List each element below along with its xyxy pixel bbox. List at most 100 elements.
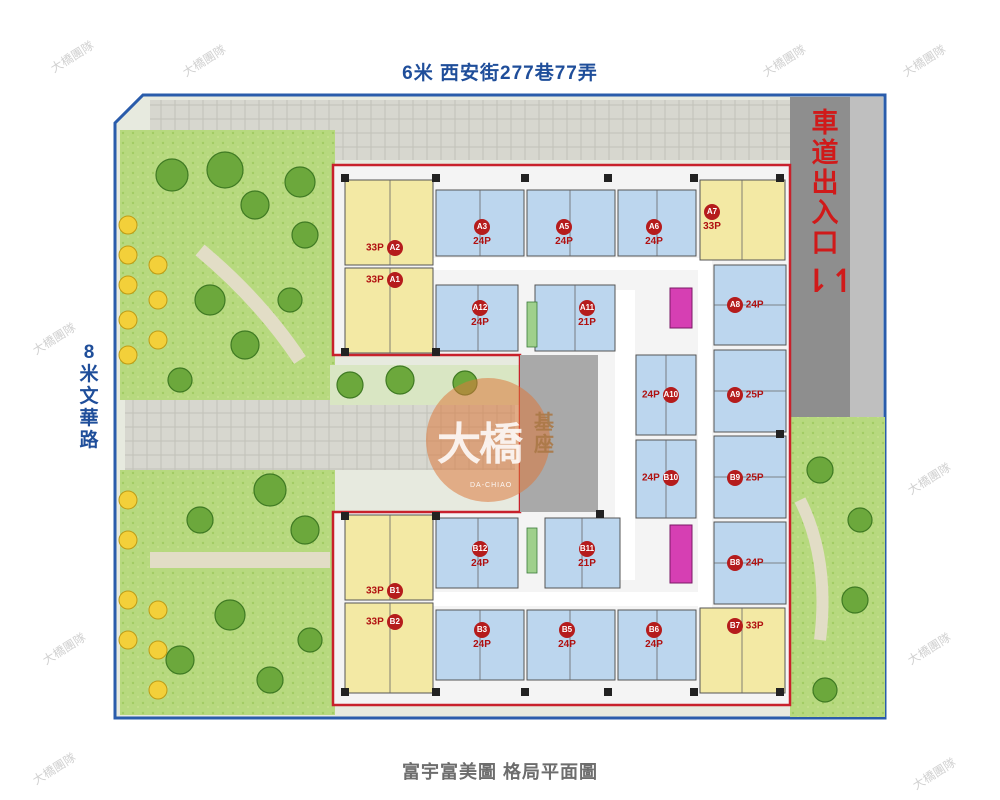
- unit-id: B11: [579, 541, 595, 557]
- watermark-base: 基 座: [532, 412, 556, 456]
- watermark-sub: DA-CHIAO: [470, 482, 513, 489]
- unit-id: A8: [727, 297, 743, 313]
- unit-size: 21P: [578, 558, 596, 569]
- left-street-label: 8 米 文 華 路: [76, 342, 102, 452]
- unit-id: B8: [727, 555, 743, 571]
- watermark-disc: [426, 378, 550, 502]
- unit-size: 24P: [473, 236, 491, 247]
- driveway-label: 車 道 出 入 口: [800, 108, 850, 258]
- unit-id: A5: [556, 219, 572, 235]
- unit-id: A2: [386, 240, 403, 256]
- unit-size: 33P: [366, 242, 384, 254]
- unit-B2-block: [344, 602, 434, 694]
- unit-label-A9[interactable]: A9 25P: [724, 387, 764, 403]
- unit-id: B1: [386, 583, 403, 599]
- unit-size: 24P: [645, 236, 663, 247]
- driveway-char: 入: [811, 198, 839, 228]
- unit-A7-block: [699, 179, 786, 261]
- unit-size: 33P: [366, 274, 384, 286]
- unit-id: B12: [472, 541, 488, 557]
- unit-id: A9: [727, 387, 743, 403]
- unit-B7-block: [699, 607, 786, 694]
- unit-size: 24P: [471, 317, 489, 328]
- driveway-char: 車: [811, 108, 839, 138]
- unit-size: 33P: [366, 616, 384, 628]
- unit-label-B9[interactable]: B9 25P: [724, 470, 764, 486]
- garden-right: [790, 417, 885, 717]
- unit-id: B5: [559, 622, 575, 638]
- left-street-char: 路: [79, 430, 99, 451]
- unit-size: 25P: [745, 472, 764, 484]
- unit-size: 33P: [366, 585, 384, 597]
- unit-size: 24P: [645, 639, 663, 650]
- watermark-base-char: 基: [534, 412, 554, 434]
- unit-size: 24P: [745, 299, 764, 311]
- unit-A12-block: [435, 284, 519, 352]
- unit-label-B7[interactable]: B7 33P: [724, 618, 764, 634]
- unit-label-B8[interactable]: B8 24P: [724, 555, 764, 571]
- unit-id: A7: [704, 204, 720, 220]
- unit-id: B6: [646, 622, 662, 638]
- stairwells: [526, 301, 538, 574]
- unit-size: 33P: [745, 620, 764, 632]
- unit-size: 24P: [745, 557, 764, 569]
- unit-size: 24P: [642, 472, 660, 484]
- unit-id: B10: [662, 470, 679, 486]
- left-street-char: 8: [83, 342, 95, 363]
- unit-id: A12: [472, 300, 488, 316]
- unit-label-A8[interactable]: A8 24P: [724, 297, 764, 313]
- building: [331, 163, 792, 707]
- unit-id: A1: [386, 272, 403, 288]
- yellow-trees: [118, 215, 168, 700]
- unit-id: A6: [646, 219, 662, 235]
- driveway-ramp: [790, 97, 850, 417]
- driveway-char: 口: [811, 228, 839, 258]
- unit-id: A10: [662, 387, 679, 403]
- unit-size: 24P: [473, 639, 491, 650]
- watermark-base-char: 座: [534, 434, 554, 456]
- unit-id: B7: [727, 618, 743, 634]
- trees: [155, 151, 873, 703]
- left-street-char: 米: [79, 364, 99, 385]
- watermark-logo: 大橋: [437, 420, 523, 469]
- elevator-shafts: [669, 287, 693, 584]
- unit-size: 33P: [703, 221, 721, 232]
- garden-lower-left: [120, 470, 335, 715]
- unit-size: 24P: [558, 639, 576, 650]
- unit-size: 21P: [578, 317, 596, 328]
- unit-size: 24P: [471, 558, 489, 569]
- left-street-char: 華: [79, 408, 99, 429]
- unit-id: A3: [474, 219, 490, 235]
- unit-id: A11: [579, 300, 595, 316]
- unit-id: B3: [474, 622, 490, 638]
- unit-id: B2: [386, 614, 403, 630]
- driveway-char: 道: [811, 138, 839, 168]
- unit-id: B9: [727, 470, 743, 486]
- driveway-char: 出: [811, 168, 839, 198]
- unit-size: 25P: [745, 389, 764, 401]
- plan-caption: 富宇富美圖 格局平面圖: [402, 762, 598, 782]
- driveway-arrows-icon: ⇂↿: [803, 263, 857, 299]
- unit-size: 24P: [555, 236, 573, 247]
- top-street-label: 6米 西安街277巷77弄: [402, 63, 598, 84]
- unit-size: 24P: [642, 389, 660, 401]
- unit-B5-block: [526, 609, 616, 681]
